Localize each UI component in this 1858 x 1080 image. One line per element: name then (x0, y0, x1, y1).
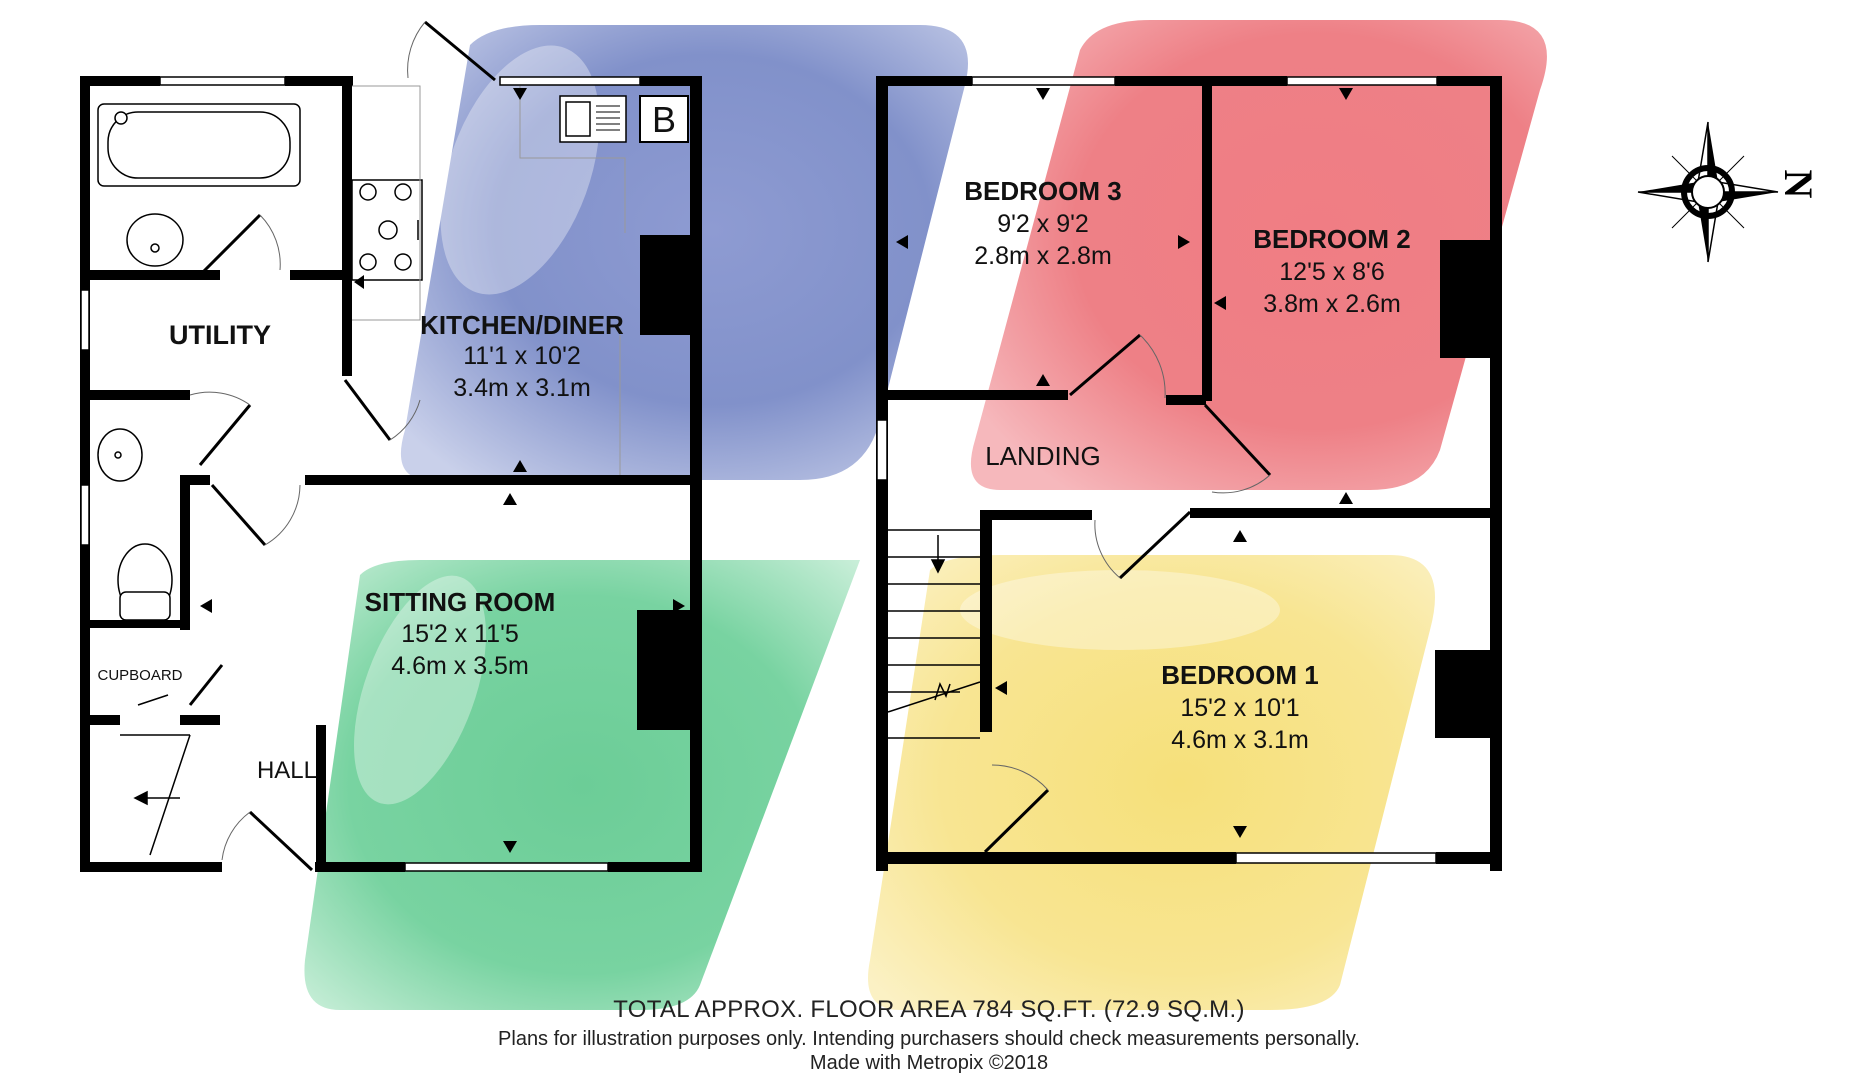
kitchen-worktop (352, 85, 626, 475)
hall-name: HALL (257, 757, 317, 784)
yellow-zone-blob (868, 555, 1435, 1010)
cupboard-name: CUPBOARD (97, 667, 182, 684)
bedroom1-imperial: 15'2 x 10'1 (1180, 694, 1299, 722)
kitchen-metric: 3.4m x 3.1m (453, 374, 591, 402)
staircase (887, 529, 981, 739)
bedroom2-imperial: 12'5 x 8'6 (1279, 258, 1384, 286)
ground-doors (188, 20, 496, 872)
boiler-box (639, 95, 689, 143)
sitting-name: SITTING ROOM (365, 587, 556, 617)
bedroom3-metric: 2.8m x 2.8m (974, 242, 1112, 270)
compass-letter: N (1776, 170, 1821, 199)
utility-name: UTILITY (169, 320, 271, 350)
first-floor (876, 76, 1502, 871)
compass-rose-icon (1637, 121, 1779, 263)
landing-name: LANDING (985, 441, 1101, 471)
bedroom3-name: BEDROOM 3 (964, 176, 1121, 206)
green-zone-blob (304, 560, 860, 1010)
first-level-markers (896, 88, 1353, 838)
green-highlight (354, 575, 486, 805)
understair-stairs (120, 694, 191, 856)
sitting-imperial: 15'2 x 11'5 (401, 620, 519, 648)
bedroom1-name: BEDROOM 1 (1161, 660, 1318, 690)
sitting-metric: 4.6m x 3.5m (391, 652, 529, 680)
bathtub (97, 103, 301, 187)
ground-windows (80, 76, 641, 872)
disclaimer-text: Plans for illustration purposes only. In… (498, 1028, 1360, 1050)
basin-upper (126, 213, 184, 267)
bedroom2-name: BEDROOM 2 (1253, 224, 1410, 254)
total-floor-area: TOTAL APPROX. FLOOR AREA 784 SQ.FT. (72.… (613, 996, 1245, 1023)
bedroom1-metric: 4.6m x 3.1m (1171, 726, 1309, 754)
sink (559, 95, 627, 143)
kitchen-imperial: 11'1 x 10'2 (463, 342, 581, 370)
boiler-label: B (652, 99, 676, 140)
bedroom2-metric: 3.8m x 2.6m (1263, 290, 1401, 318)
ground-floor (80, 76, 702, 872)
red-zone-blob (970, 20, 1547, 490)
yellow-highlight (960, 570, 1280, 650)
credit-text: Made with Metropix ©2018 (809, 1052, 1049, 1074)
toilet (117, 543, 173, 621)
hob (351, 179, 423, 281)
bedroom3-imperial: 9'2 x 9'2 (997, 210, 1089, 238)
first-doors (983, 333, 1272, 854)
kitchen-name: KITCHEN/DINER (420, 310, 624, 340)
first-windows (876, 76, 1438, 864)
ground-level-markers (200, 88, 685, 853)
room-labels: KITCHEN/DINER 11'1 x 10'2 3.4m x 3.1m UT… (97, 176, 1410, 784)
basin-lower (97, 428, 143, 482)
